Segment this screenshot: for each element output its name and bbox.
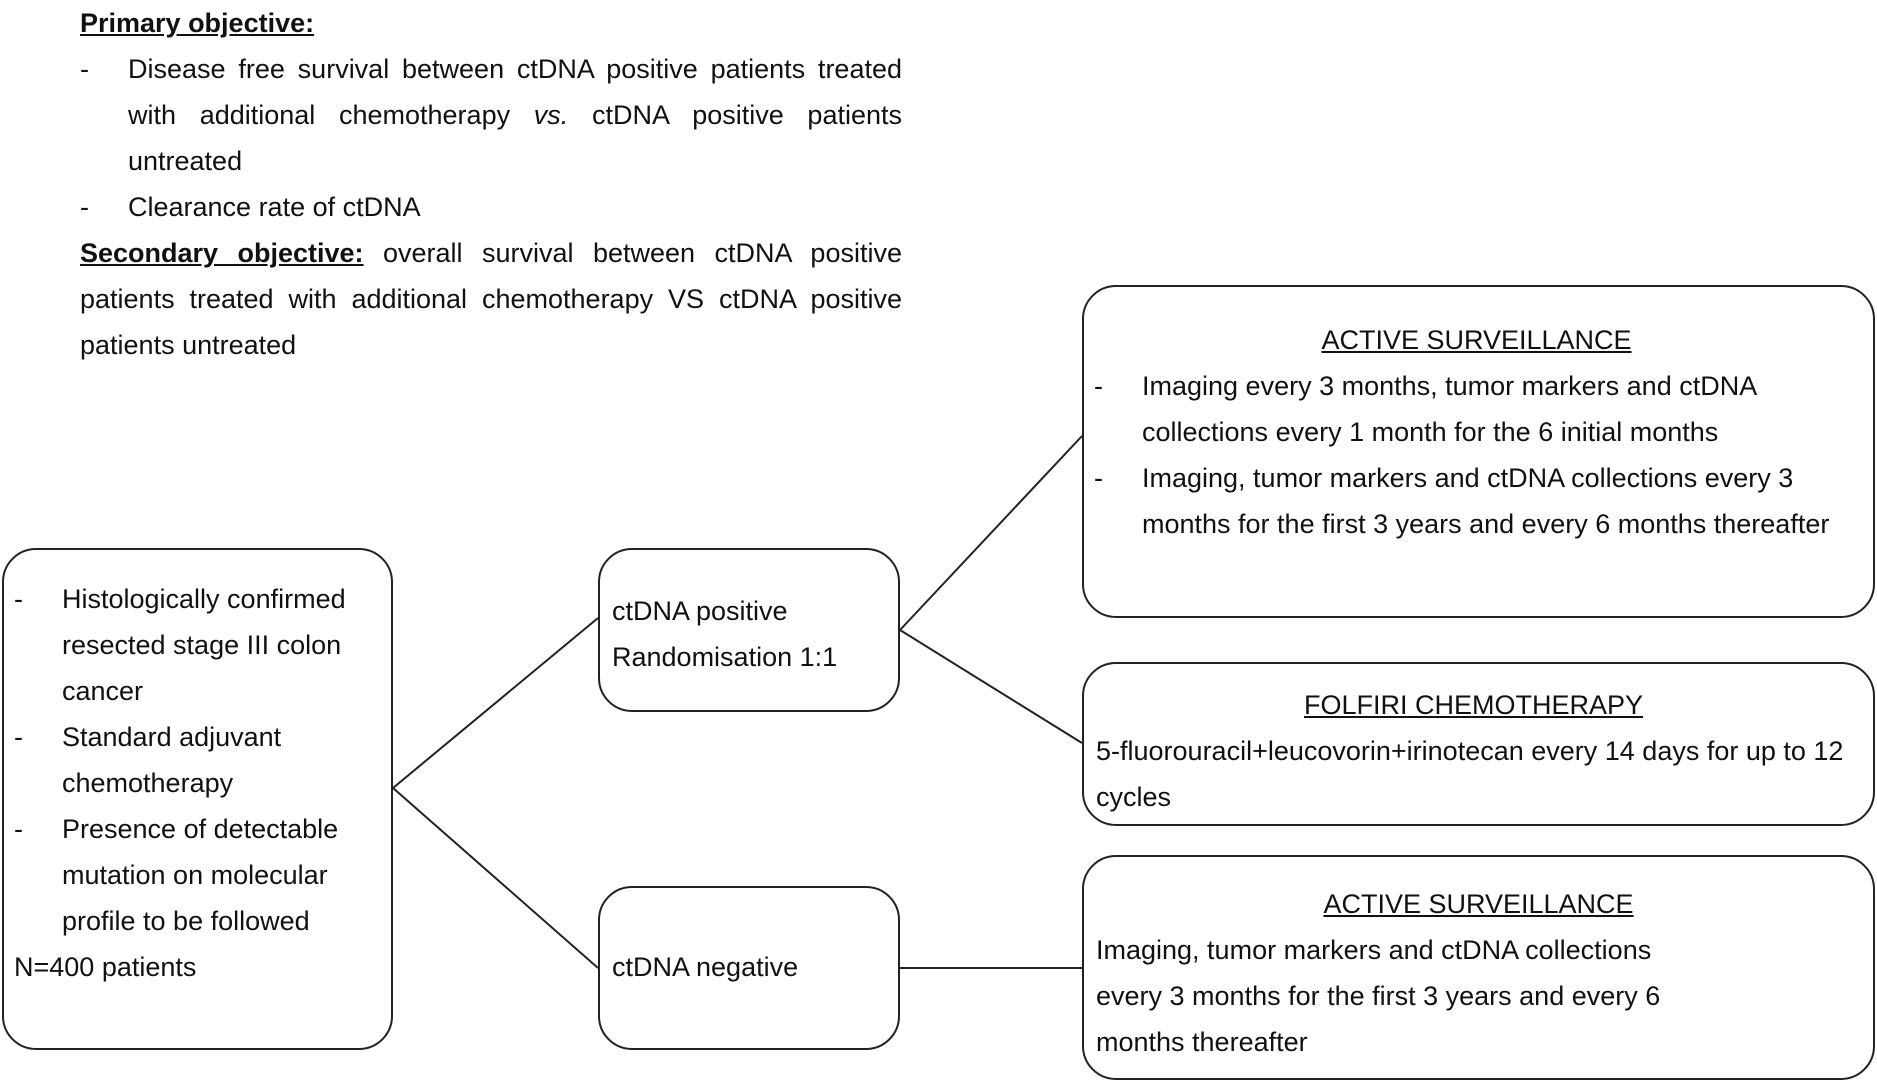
connector-positive-to-surveillance [899, 435, 1083, 631]
bullet-dash: - [80, 54, 89, 84]
ctdna-positive-label: ctDNA positive [612, 596, 788, 626]
randomisation-label: Randomisation 1:1 [612, 642, 838, 672]
primary-objective-text: Disease free survival between ctDNA posi… [128, 54, 902, 176]
ctdna-positive-box: ctDNA positive Randomisation 1:1 [598, 548, 900, 712]
folfiri-title: FOLFIRI CHEMOTHERAPY [1303, 690, 1644, 720]
secondary-objective: Secondary objective: overall survival be… [80, 230, 902, 368]
ctdna-negative-box: ctDNA negative [598, 886, 900, 1050]
primary-objective-label: Primary objective: [80, 8, 315, 38]
bullet-dash: - [1094, 371, 1103, 401]
population-criterion: - Histologically confirmed resected stag… [14, 576, 383, 714]
active-surveillance-title: ACTIVE SURVEILLANCE [1323, 889, 1634, 919]
primary-objective-item: - Clearance rate of ctDNA [80, 184, 902, 230]
patient-count: N=400 patients [14, 952, 197, 982]
primary-objective-item: - Disease free survival between ctDNA po… [80, 46, 902, 184]
ctdna-negative-label: ctDNA negative [612, 952, 799, 982]
bullet-dash: - [14, 722, 23, 752]
bullet-dash: - [80, 192, 89, 222]
objectives-block: Primary objective: - Disease free surviv… [80, 0, 902, 368]
connector-population-to-positive [392, 617, 599, 789]
connector-population-to-negative [392, 787, 599, 969]
folfiri-text: 5-fluorouracil+leucovorin+irinotecan eve… [1096, 736, 1844, 812]
primary-objective-text: Clearance rate of ctDNA [128, 192, 421, 222]
active-surveillance-negative-box: ACTIVE SURVEILLANCE Imaging, tumor marke… [1082, 855, 1875, 1080]
surveillance-item: - Imaging every 3 months, tumor markers … [1094, 363, 1859, 455]
folfiri-chemotherapy-box: FOLFIRI CHEMOTHERAPY 5-fluorouracil+leuc… [1082, 662, 1875, 826]
bullet-dash: - [1094, 463, 1103, 493]
active-surveillance-positive-box: ACTIVE SURVEILLANCE - Imaging every 3 mo… [1082, 285, 1875, 618]
population-box: - Histologically confirmed resected stag… [2, 548, 393, 1050]
connector-positive-to-folfiri [899, 629, 1083, 744]
bullet-dash: - [14, 814, 23, 844]
population-criterion: - Presence of detectable mutation on mol… [14, 806, 383, 944]
bullet-dash: - [14, 584, 23, 614]
surveillance-negative-text: Imaging, tumor markers and ctDNA collect… [1096, 935, 1661, 1057]
surveillance-item: - Imaging, tumor markers and ctDNA colle… [1094, 455, 1859, 547]
active-surveillance-title: ACTIVE SURVEILLANCE [1321, 325, 1632, 355]
population-criterion: - Standard adjuvant chemotherapy [14, 714, 383, 806]
secondary-objective-label: Secondary objective: [80, 238, 364, 268]
secondary-objective-text: overall survival between ctDNA positive … [80, 238, 902, 360]
